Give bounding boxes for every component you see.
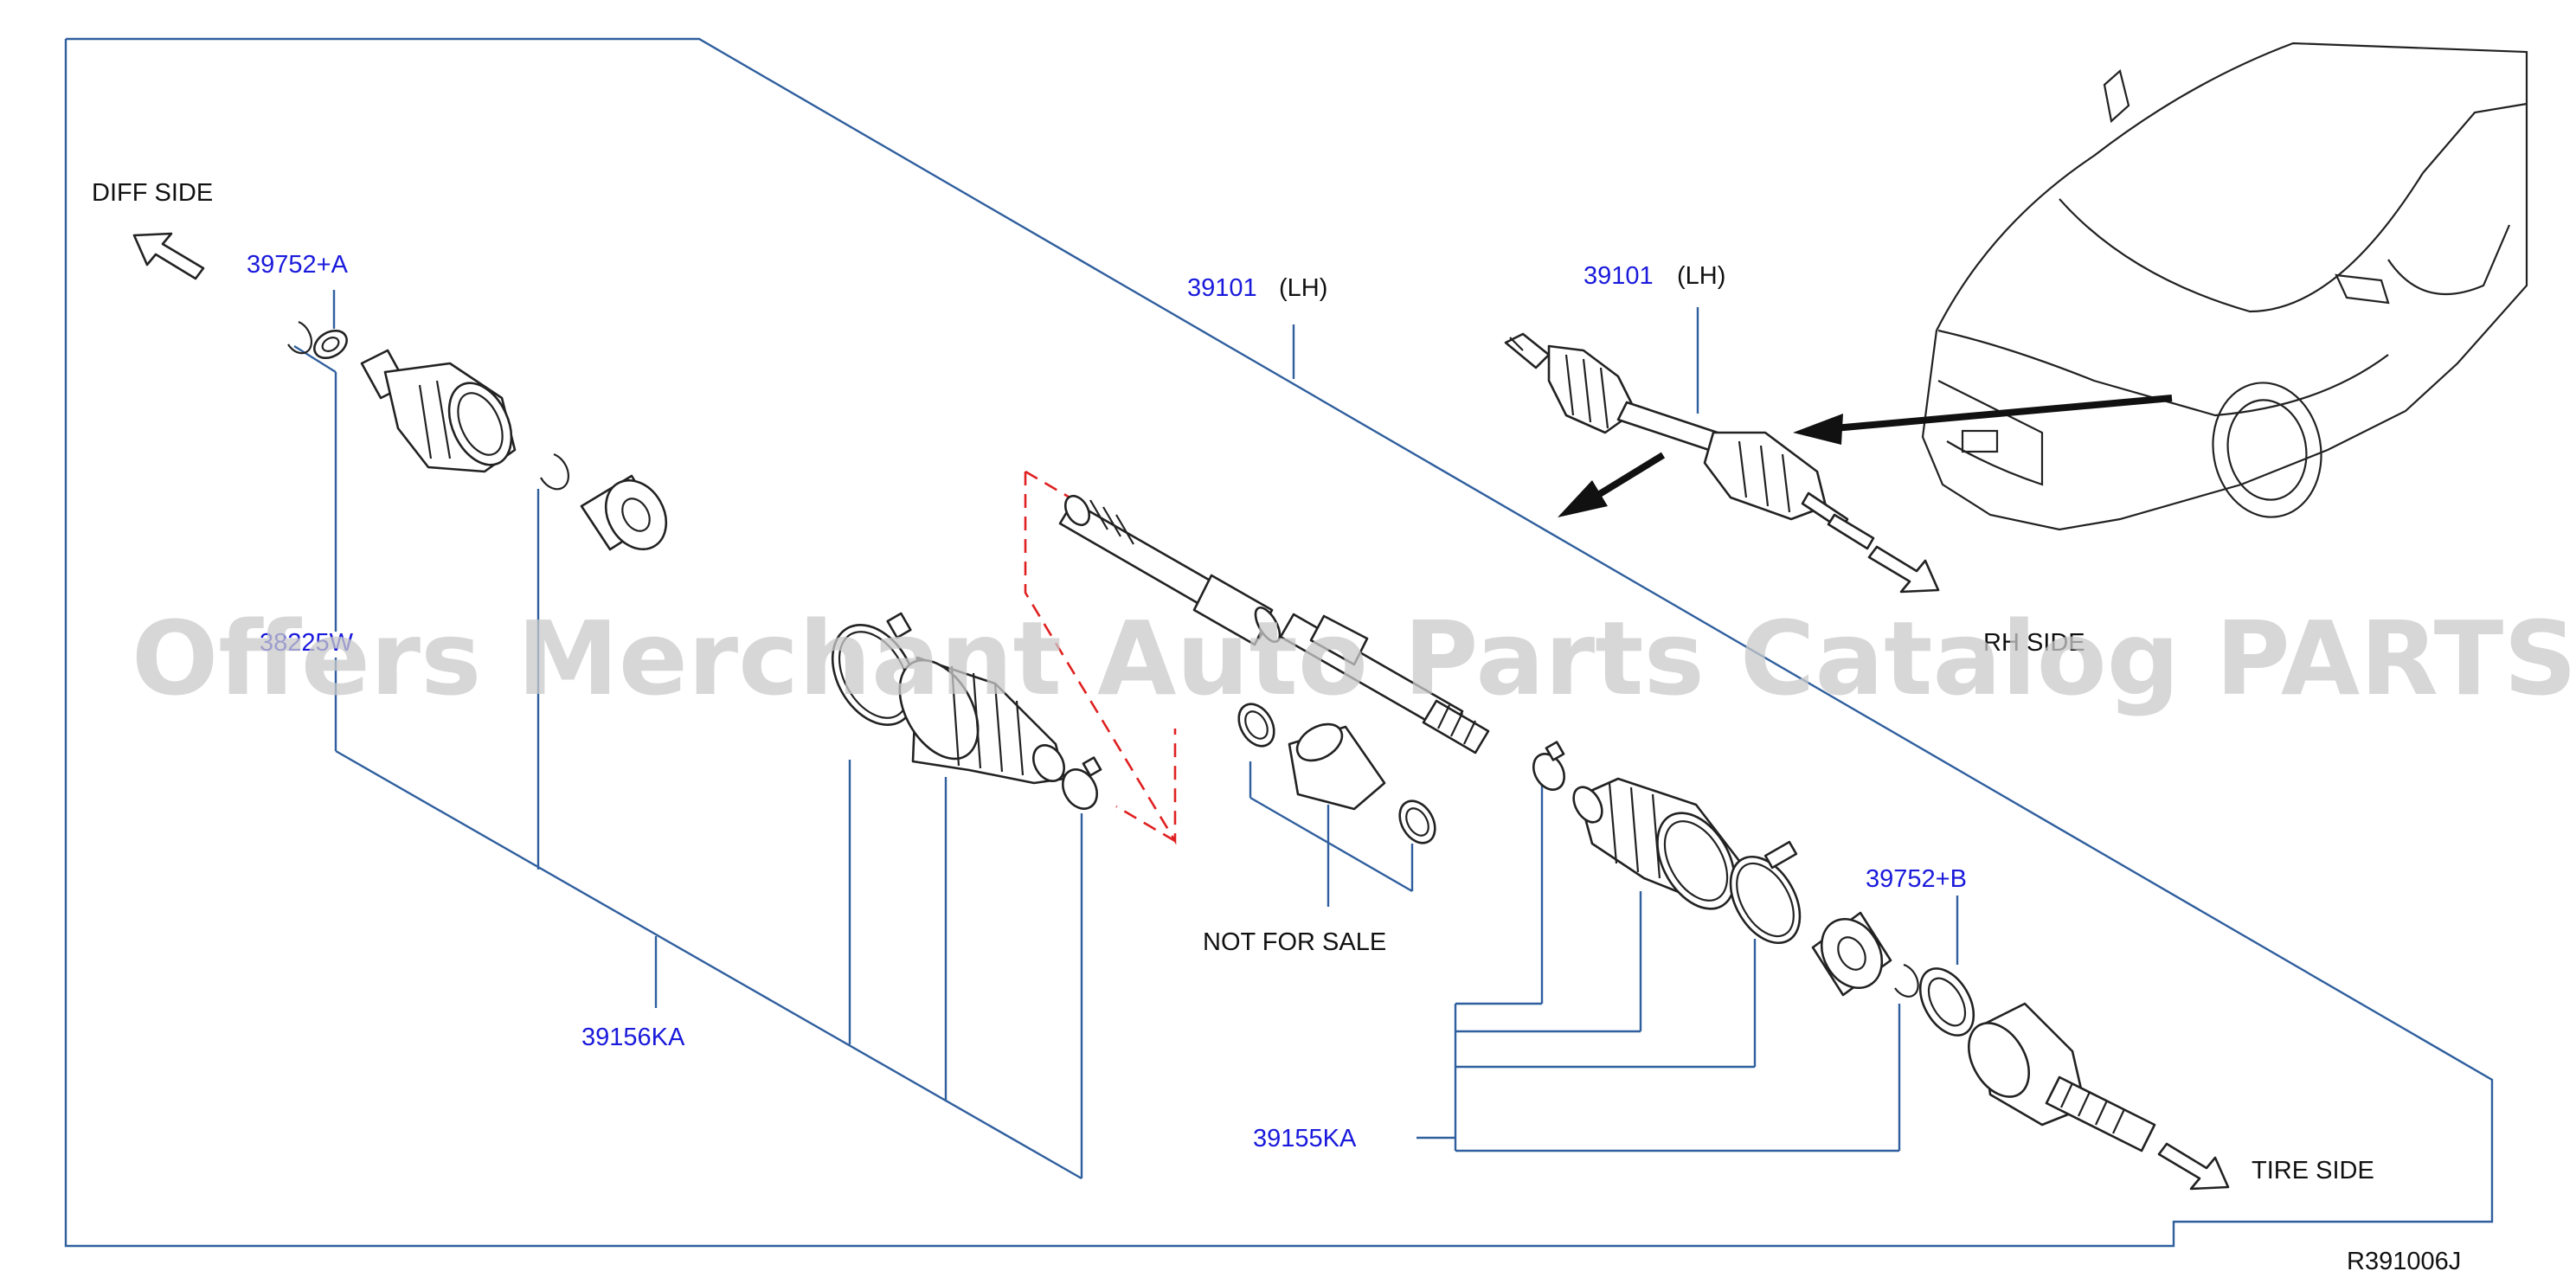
damper-ring-right <box>1398 799 1436 844</box>
boot-band-small-tire <box>1532 741 1565 791</box>
tire-side-arrow <box>2157 1142 2230 1191</box>
part-number-39101-inset[interactable]: 39101 <box>1584 262 1654 290</box>
watermark-text: Offers Merchant Auto Parts Catalog PARTS… <box>132 599 2576 718</box>
diff-side-arrow <box>132 232 205 280</box>
part-number-39752A[interactable]: 39752+A <box>247 251 349 279</box>
part-number-39101-main[interactable]: 39101 <box>1187 274 1257 302</box>
washer-39752B <box>1918 967 1975 1037</box>
part-number-38225W[interactable]: 38225W <box>260 629 354 657</box>
boot-tire <box>1572 777 1741 910</box>
circlip-diff <box>287 320 313 355</box>
damper-ring-left <box>1237 703 1275 748</box>
circlip-tire <box>1894 963 1919 998</box>
snap-ring-inner <box>540 453 569 491</box>
rh-side-label: RH SIDE <box>1983 629 2085 657</box>
ball-cage <box>1811 911 1892 997</box>
inset-arrow-down <box>1558 452 1666 517</box>
lh-main-label: (LH) <box>1279 274 1327 302</box>
frame-outline <box>64 37 2494 1248</box>
boot-diff <box>898 656 1066 785</box>
tripod-bearing <box>580 474 668 551</box>
rh-side-arrow <box>1867 545 1940 594</box>
outer-cv-joint <box>1968 1002 2156 1152</box>
boot-band-small-diff <box>1062 756 1102 810</box>
diagram-code: R391006J <box>2347 1248 2461 1275</box>
inset-shaft <box>1504 332 1875 550</box>
boot-band-large-tire <box>1729 840 1802 945</box>
lh-inset-label: (LH) <box>1677 262 1725 290</box>
boot-band-large-diff <box>831 612 917 726</box>
leader-lines <box>293 290 1959 1180</box>
tire-side-label: TIRE SIDE <box>2252 1157 2374 1184</box>
part-number-39155KA[interactable]: 39155KA <box>1253 1125 1357 1152</box>
damper <box>1288 722 1386 811</box>
drive-shaft <box>1058 494 1490 754</box>
diff-side-label: DIFF SIDE <box>92 179 213 207</box>
washer-39752A <box>313 329 348 360</box>
not-for-sale-label: NOT FOR SALE <box>1203 928 1386 956</box>
inner-cv-joint <box>360 349 517 473</box>
inset-arrow-to-shaft <box>1793 395 2173 445</box>
car-illustration <box>1921 42 2528 531</box>
part-number-39752B[interactable]: 39752+B <box>1866 865 1967 893</box>
part-number-39156KA[interactable]: 39156KA <box>581 1024 685 1051</box>
